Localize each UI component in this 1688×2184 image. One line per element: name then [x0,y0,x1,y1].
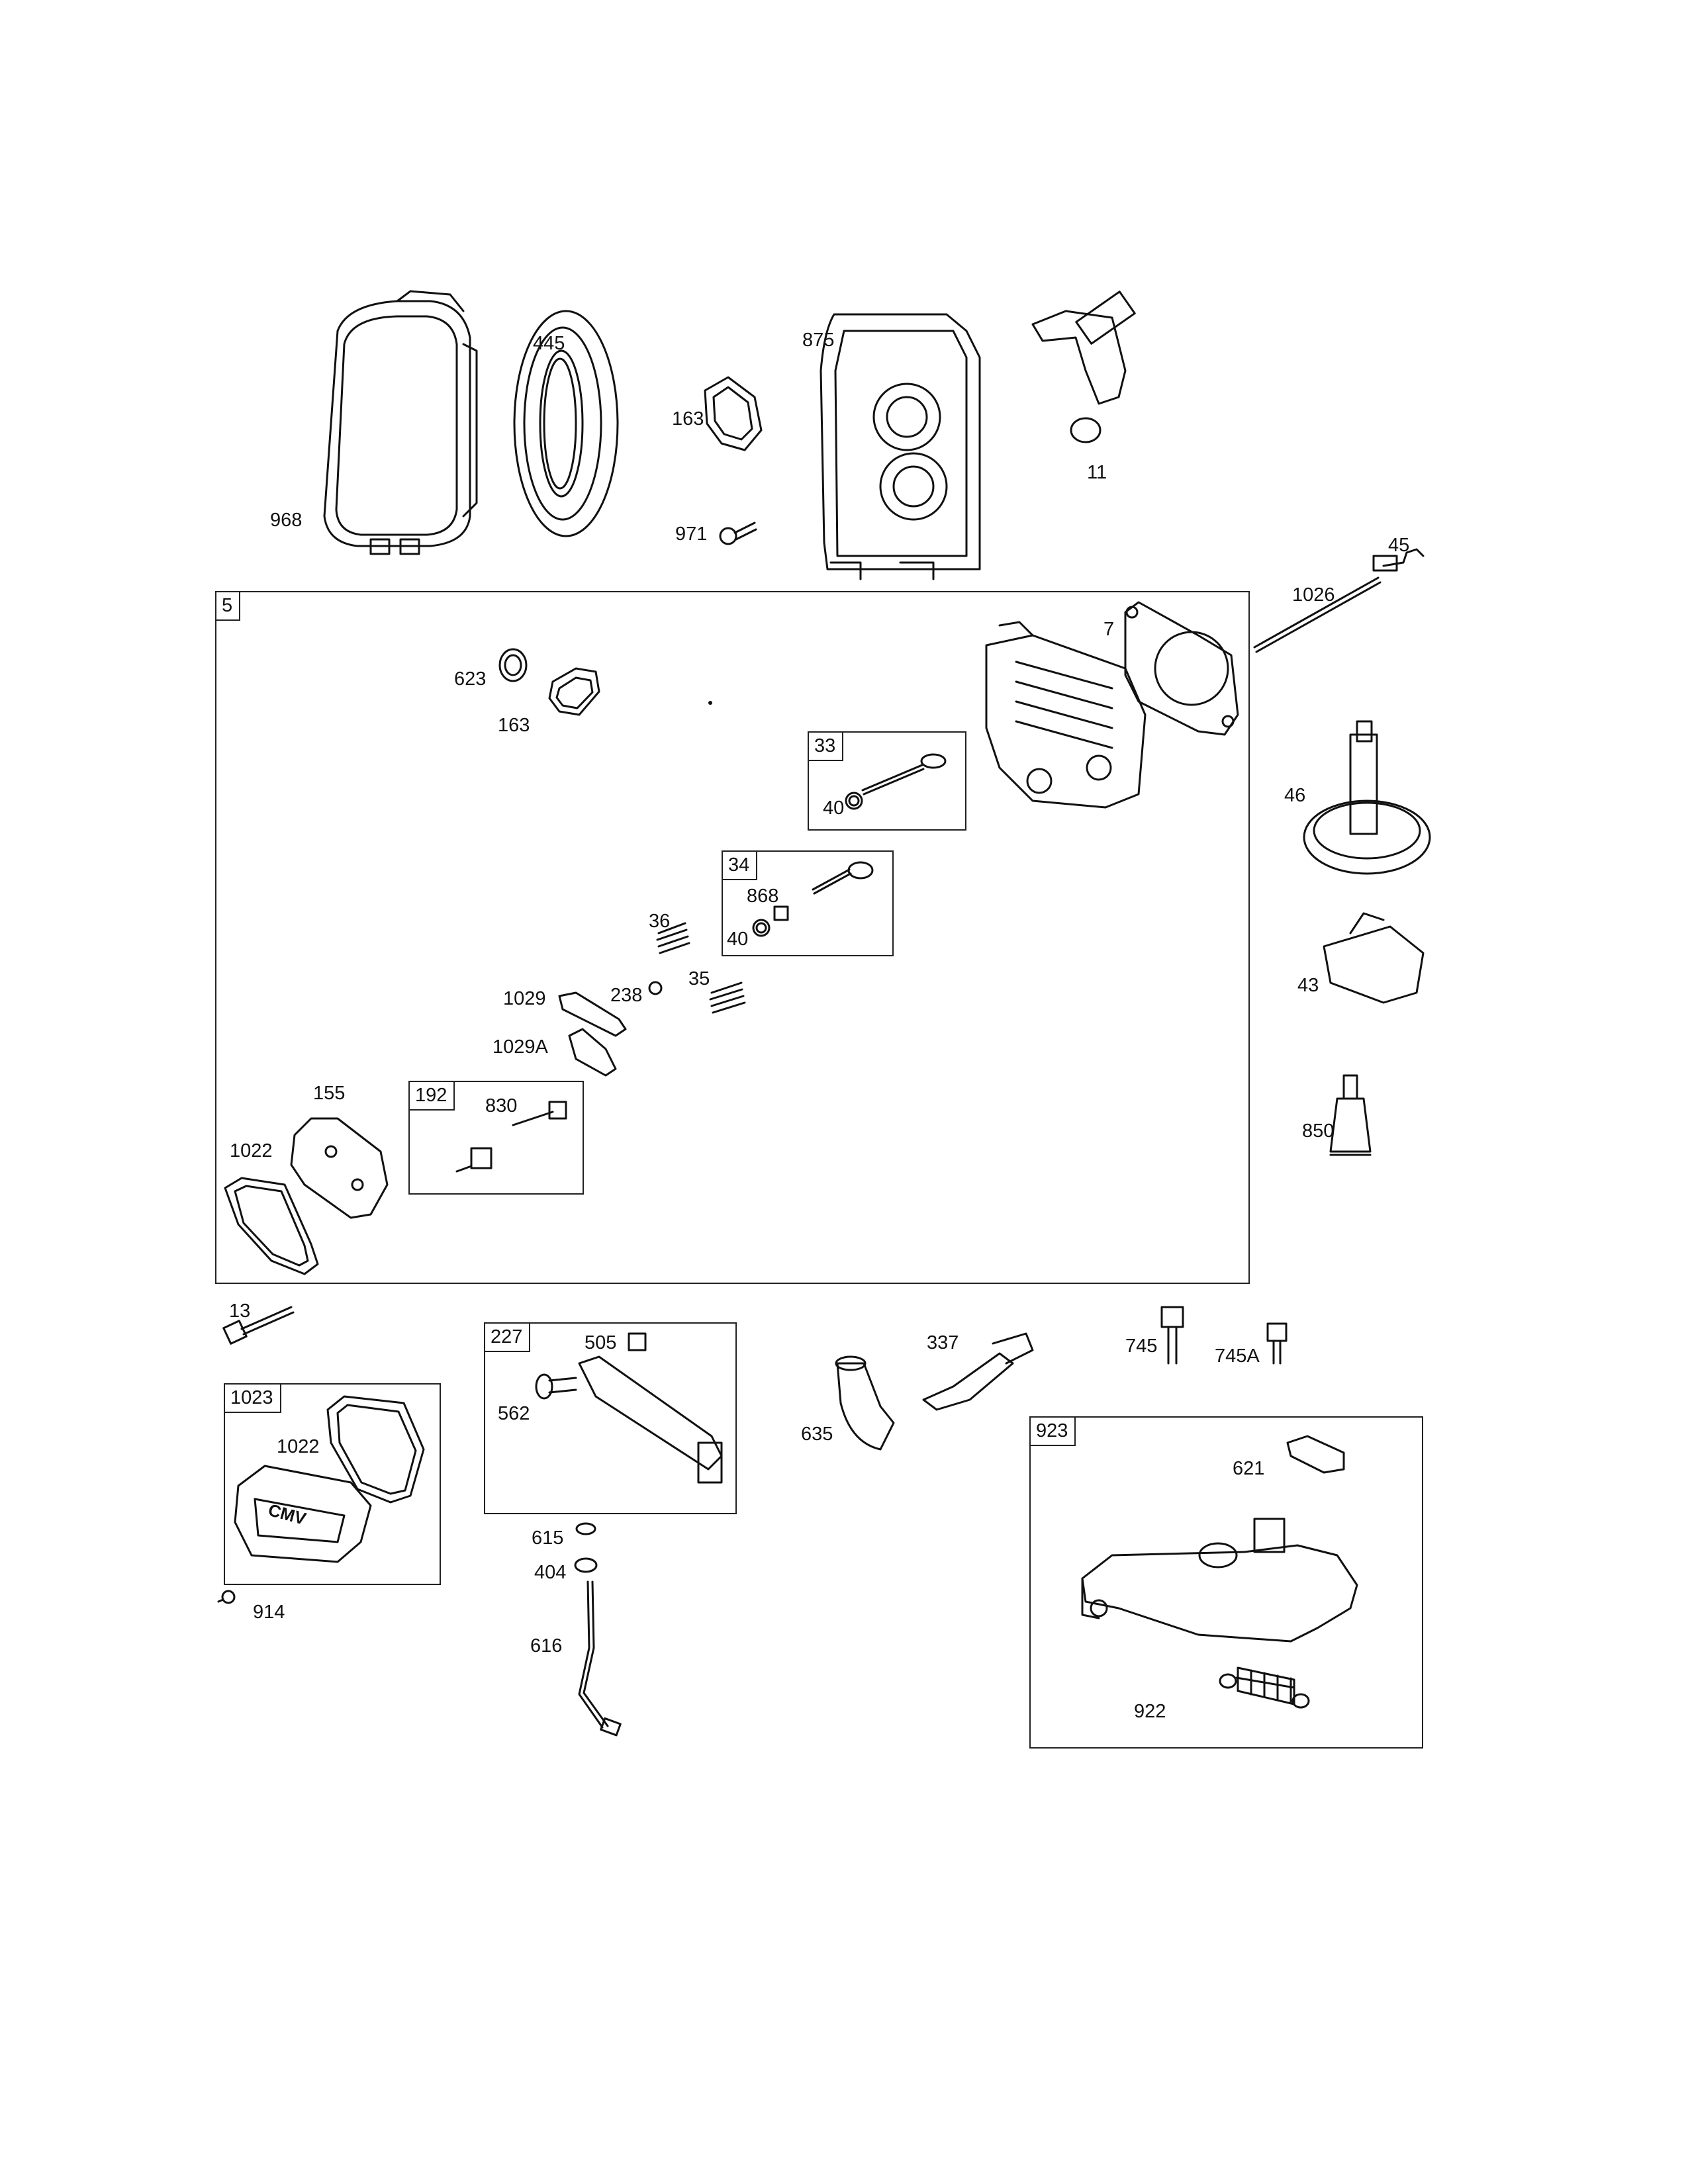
o-ring-inner-part [504,654,522,676]
group-1023-tag: 1023 [224,1383,281,1413]
camshaft-gear-part [1303,720,1431,875]
group-923-tag: 923 [1029,1416,1076,1446]
label-46: 46 [1284,785,1306,806]
valve-spring-part [656,922,746,1014]
clip-part [1286,1435,1345,1474]
nut-part [628,1332,647,1351]
label-1029: 1029 [503,988,546,1009]
group-5-frame [215,591,1250,1284]
group-192-tag: 192 [408,1081,455,1111]
label-621: 621 [1233,1458,1265,1479]
washer-b-part [574,1557,598,1573]
cylinder-head-part [985,621,1147,809]
bolt-part [1160,1306,1184,1365]
label-13: 13 [229,1300,251,1322]
group-1023-frame [224,1383,441,1585]
spark-plug-part [922,1332,1034,1411]
retainer-part [648,981,663,995]
label-505: 505 [585,1332,617,1353]
label-36: 36 [649,911,671,932]
governor-link-part [578,1580,622,1737]
label-745a: 745A [1215,1345,1260,1367]
valve-cover-part [290,1117,389,1219]
label-35: 35 [688,968,710,989]
label-40-exhaust: 40 [823,797,845,819]
label-868: 868 [747,886,779,907]
stray-dot [708,701,712,705]
label-155: 155 [313,1083,346,1104]
control-bracket-part [578,1355,723,1484]
label-40-intake: 40 [727,929,749,950]
group-227-tag: 227 [484,1322,531,1352]
rocker-cover-part [234,1465,372,1563]
pushrod-part [1253,548,1425,653]
label-1026: 1026 [1292,584,1335,606]
label-830: 830 [485,1095,518,1116]
label-1022-cover: 1022 [277,1436,320,1457]
group-33-tag: 33 [808,731,844,761]
group-192-frame [408,1081,584,1195]
label-562: 562 [498,1403,530,1424]
label-745: 745 [1125,1336,1158,1357]
washer-part [575,1522,596,1535]
rocker-arm-part [558,991,627,1037]
sealant-tube-part [1329,1074,1372,1156]
group-34-frame [722,850,894,956]
control-plate-part [1081,1518,1358,1643]
label-971: 971 [675,523,708,545]
gasket-part [704,376,763,451]
label-238: 238 [610,985,643,1006]
label-616: 616 [530,1635,563,1657]
o-ring-part [498,648,528,682]
label-43: 43 [1297,975,1319,996]
rocker-arm-b-part [568,1028,617,1077]
intake-valve-part [752,861,874,937]
group-33-frame [808,731,966,831]
air-filter-base-part [820,313,981,580]
shoulder-bolt-part [535,1373,577,1400]
label-11: 11 [1087,462,1107,483]
breather-tube-part [1031,291,1136,443]
label-615: 615 [532,1527,564,1549]
label-445: 445 [533,333,565,354]
air-filter-cover-part [323,290,478,555]
label-914: 914 [253,1602,285,1623]
label-968: 968 [270,510,303,531]
bolt-b-part [1266,1322,1288,1365]
label-163-top: 163 [672,408,704,430]
air-filter-element-part [513,310,619,537]
group-5-tag: 5 [215,591,241,621]
label-45: 45 [1388,535,1410,556]
governor-spring-part [1219,1666,1310,1709]
valve-cover-gasket-part [224,1177,319,1275]
screw-part [719,522,757,545]
breather-stud-part [455,1101,567,1173]
exhaust-valve-part [845,753,947,810]
group-923-frame [1029,1416,1423,1749]
label-623: 623 [454,668,487,690]
head-bolt-part [222,1306,295,1345]
group-227-frame [484,1322,737,1514]
label-1022-inner: 1022 [230,1140,273,1161]
label-404: 404 [534,1562,567,1583]
group-34-tag: 34 [722,850,758,880]
label-875: 875 [802,330,835,351]
head-gasket-part [1124,601,1239,736]
spark-plug-boot-part [835,1355,895,1451]
screw-b-part [217,1590,236,1604]
label-1029a: 1029A [492,1036,548,1058]
label-337: 337 [927,1332,959,1353]
governor-part [1323,912,1425,1004]
label-850: 850 [1302,1120,1335,1142]
label-7: 7 [1103,619,1115,640]
label-163-inner: 163 [498,715,530,736]
inner-gasket-part [548,667,600,716]
rocker-cover-gasket-part [326,1395,425,1504]
label-635: 635 [801,1424,833,1445]
label-922: 922 [1134,1701,1166,1722]
